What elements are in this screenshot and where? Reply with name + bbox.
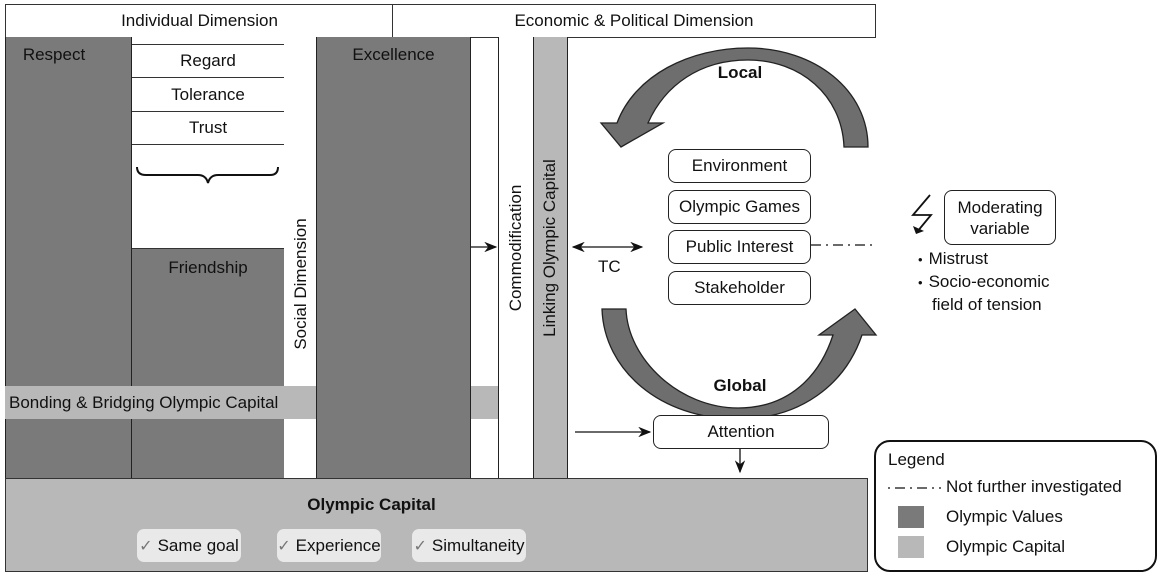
olympic-capital-base: Olympic Capital ✓Same goal ✓Experience ✓…: [5, 478, 868, 572]
mistrust-label: Mistrust: [928, 249, 989, 268]
global-label: Global: [713, 376, 767, 395]
legend-box: Legend Not further investigated Olympic …: [874, 440, 1157, 572]
excellence-column: Excellence: [316, 37, 471, 479]
local-cycle-arrow: [599, 47, 869, 148]
excellence-label: Excellence: [352, 45, 435, 64]
bonding-bridging-band: Bonding & Bridging Olympic Capital: [5, 386, 316, 419]
curly-brace-icon: [136, 166, 279, 184]
legend-olympic-values-label: Olympic Values: [946, 507, 1063, 526]
socio-economic-label: Socio-economic: [928, 272, 1050, 291]
item-public-interest: Public Interest: [668, 230, 811, 264]
legend-olympic-capital-label: Olympic Capital: [946, 537, 1066, 556]
check-icon: ✓: [139, 537, 153, 555]
respect-label: Respect: [22, 45, 86, 64]
legend-title: Legend: [888, 450, 945, 469]
item-stakeholder: Stakeholder: [668, 271, 811, 305]
lightning-arrowhead: [913, 226, 924, 234]
lightning-icon: [911, 194, 933, 233]
bonding-bridging-band-extension: [471, 386, 498, 419]
attention-box: Attention: [653, 415, 829, 449]
variable-label: variable: [970, 218, 1030, 238]
check-icon: ✓: [413, 537, 427, 555]
feature-pill-experience: ✓Experience: [277, 529, 381, 562]
individual-dimension-label: Individual Dimension: [121, 11, 278, 30]
bullet-icon: •: [918, 275, 923, 290]
bullet-socio-economic: • Socio-economic: [918, 271, 1050, 294]
tc-label: TC: [598, 257, 621, 276]
brace-cell: [132, 144, 284, 248]
moderating-bullets: • Mistrust • Socio-economic field of tensi…: [918, 248, 1050, 316]
same-goal-label: Same goal: [157, 535, 239, 555]
olympic-games-label: Olympic Games: [679, 197, 800, 216]
olympic-capital-swatch: [898, 536, 924, 558]
attention-label: Attention: [707, 422, 775, 441]
friendship-label: Friendship: [168, 258, 248, 277]
field-of-tension-label: field of tension: [932, 295, 1042, 314]
economic-political-dimension-label: Economic & Political Dimension: [514, 11, 754, 30]
check-icon: ✓: [277, 537, 291, 555]
local-label: Local: [717, 63, 763, 82]
value-cell-trust: Trust: [132, 111, 284, 144]
friendship-cell: Friendship: [132, 248, 284, 479]
bullet-icon: •: [918, 252, 923, 267]
value-cell-regard: Regard: [132, 44, 284, 77]
individual-dimension-header: Individual Dimension: [5, 4, 394, 38]
environment-label: Environment: [691, 156, 788, 175]
public-interest-label: Public Interest: [685, 237, 794, 256]
feature-pill-simultaneity: ✓Simultaneity: [412, 529, 526, 562]
global-cycle-arrow: [601, 308, 878, 420]
trust-label: Trust: [188, 118, 228, 137]
item-environment: Environment: [668, 149, 811, 183]
item-olympic-games: Olympic Games: [668, 190, 811, 224]
bullet-mistrust: • Mistrust: [918, 248, 1050, 271]
experience-label: Experience: [295, 535, 381, 555]
tolerance-label: Tolerance: [171, 84, 245, 104]
regard-label: Regard: [180, 51, 236, 70]
economic-political-dimension-header: Economic & Political Dimension: [392, 4, 876, 38]
moderating-variable-box: Moderating variable: [944, 190, 1056, 245]
moderating-label: Moderating: [957, 197, 1043, 217]
olympic-capital-title: Olympic Capital: [307, 495, 436, 514]
olympic-values-swatch: [898, 506, 924, 528]
bonding-bridging-label: Bonding & Bridging Olympic Capital: [9, 392, 279, 412]
simultaneity-label: Simultaneity: [431, 535, 525, 555]
feature-pill-same-goal: ✓Same goal: [137, 529, 241, 562]
value-cell-tolerance: Tolerance: [132, 77, 284, 111]
dash-dot-legend-icon: [888, 487, 941, 489]
stakeholder-label: Stakeholder: [694, 278, 785, 297]
linking-olympic-capital-column: Linking Olympic Capital: [533, 37, 568, 479]
legend-not-investigated-label: Not further investigated: [946, 477, 1122, 496]
